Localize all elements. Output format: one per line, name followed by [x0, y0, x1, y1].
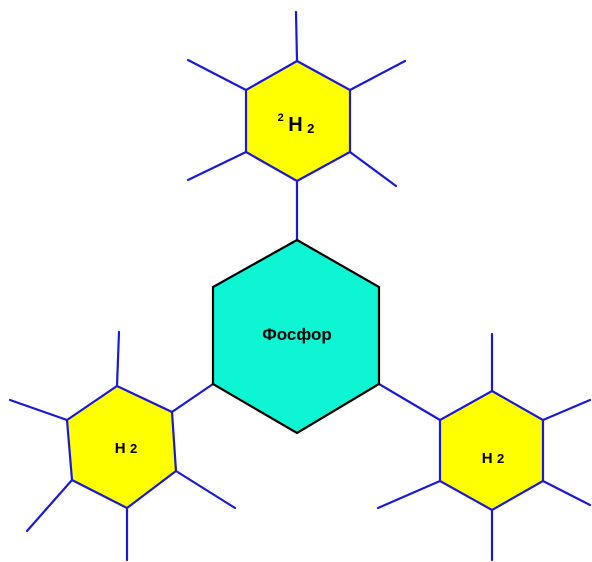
- right-ring-label-element: H: [482, 450, 493, 467]
- left-ring: H 2: [65, 384, 178, 510]
- bond-top-ring-upper-right: [348, 59, 407, 92]
- left-ring-label-count: 2: [130, 441, 137, 456]
- top-ring-label-isotope: 2: [278, 112, 284, 124]
- bond-right-ring-upper-right: [541, 398, 592, 422]
- bond-top-ring-up: [294, 10, 299, 63]
- central-ring-label: Фосфор: [262, 325, 332, 344]
- bond-top-ring-lower-left: [186, 150, 248, 182]
- top-ring-label: 2 H 2: [278, 108, 315, 136]
- bond-central-left: [170, 382, 215, 414]
- bond-central-right: [377, 382, 442, 422]
- bond-left-ring-up: [115, 330, 121, 388]
- left-ring-label-element: H: [115, 440, 126, 457]
- bond-left-ring-upper-left: [8, 398, 69, 422]
- right-ring: H 2: [438, 389, 545, 512]
- bond-right-ring-lower-left: [376, 479, 442, 510]
- central-ring: Фосфор: [211, 238, 381, 435]
- top-hexagon: [244, 59, 352, 183]
- bond-right-ring-lower-right: [541, 479, 592, 507]
- top-ring-label-element: H: [288, 114, 302, 136]
- central-hexagon: [211, 238, 381, 435]
- right-ring-label-count: 2: [497, 451, 504, 466]
- left-ring-label: H 2: [115, 440, 138, 457]
- bonds: [8, 10, 592, 562]
- top-ring: 2 H 2: [244, 59, 352, 183]
- bond-left-ring-lower-left: [25, 478, 74, 533]
- bond-top-ring-lower-right: [348, 150, 398, 188]
- right-ring-label: H 2: [482, 450, 505, 467]
- bond-left-ring-lower-right: [174, 469, 237, 510]
- top-ring-label-count: 2: [307, 121, 314, 136]
- bond-top-ring-upper-left: [186, 58, 248, 92]
- right-hexagon: [438, 389, 545, 512]
- left-hexagon: [65, 384, 178, 510]
